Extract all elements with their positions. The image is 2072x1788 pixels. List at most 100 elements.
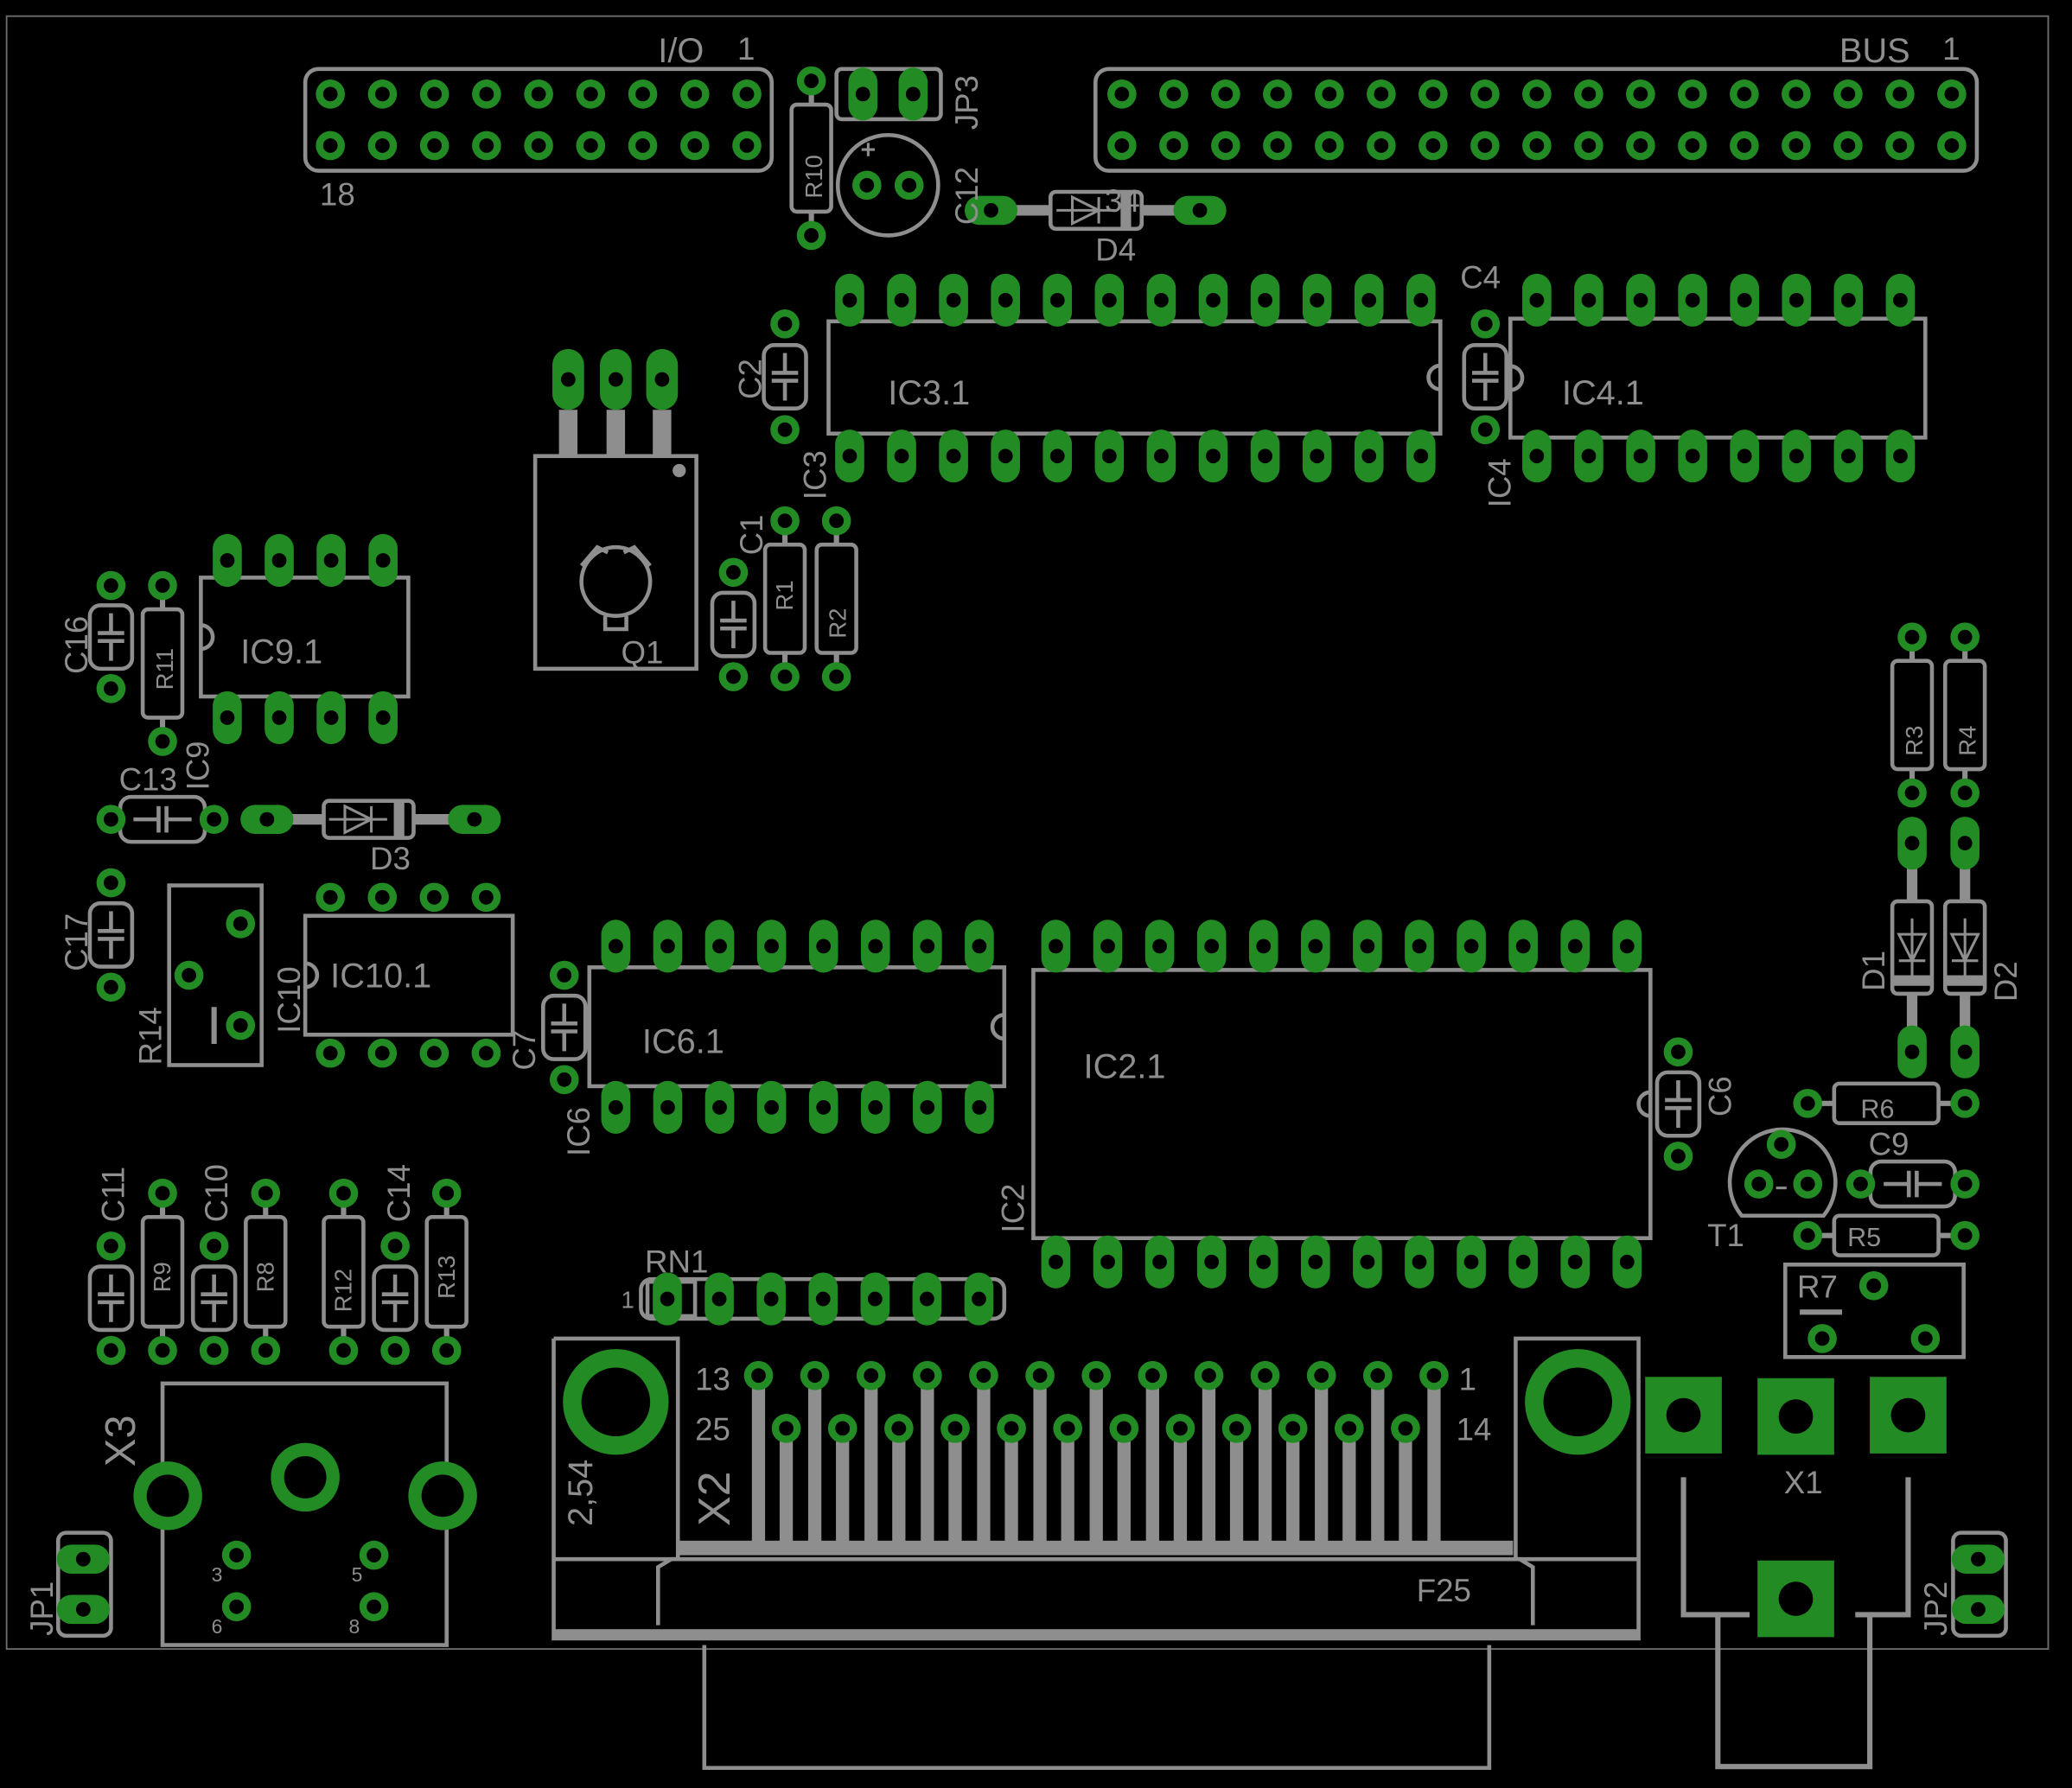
- x2-finger: [807, 1375, 822, 1543]
- x2-finger: [1258, 1375, 1272, 1543]
- drill-hole: [946, 449, 961, 464]
- label-r3: R3: [1901, 726, 1928, 756]
- drill-hole: [1114, 138, 1130, 153]
- drill-hole: [1971, 1601, 1986, 1617]
- drill-hole: [859, 177, 875, 193]
- drill-hole: [1685, 292, 1700, 308]
- drill-hole: [1890, 1397, 1926, 1433]
- x2-outline: [551, 1336, 1641, 1641]
- r10-body: [789, 102, 833, 214]
- label-c16: C16: [59, 616, 94, 674]
- drill-hole: [1904, 1044, 1920, 1059]
- drill-hole: [1308, 939, 1323, 954]
- d1-cathode-bar: [1892, 975, 1932, 986]
- d1-body: [1890, 899, 1935, 996]
- drill-hole: [336, 1343, 351, 1358]
- drill-hole: [1567, 1254, 1583, 1269]
- drill-hole: [1477, 316, 1493, 332]
- drill-hole: [1581, 138, 1597, 153]
- drill-hole: [946, 292, 961, 308]
- drill-hole: [182, 968, 197, 983]
- label-c7: C7: [507, 1030, 542, 1071]
- label-c11: C11: [96, 1167, 131, 1223]
- drill-hole: [1581, 449, 1597, 464]
- ic9-body: [199, 576, 411, 699]
- label-r1: R1: [771, 580, 798, 610]
- drill-hole: [1543, 1367, 1613, 1437]
- drill-hole: [807, 1368, 823, 1384]
- drill-hole: [1737, 86, 1752, 102]
- x2-finger: [1202, 1375, 1216, 1543]
- x2-finger: [1229, 1428, 1244, 1543]
- ic4-body: [1508, 316, 1928, 440]
- drill-hole: [1206, 292, 1221, 308]
- drill-hole: [1116, 1421, 1132, 1436]
- drill-hole: [284, 1455, 327, 1498]
- drill-hole: [1049, 1254, 1063, 1269]
- drill-hole: [972, 939, 987, 954]
- drill-hole: [1788, 292, 1804, 308]
- label-ic6-1: IC6.1: [642, 1023, 724, 1061]
- drill-hole: [739, 86, 755, 102]
- drill-hole: [258, 1343, 273, 1358]
- drill-hole: [1800, 1228, 1815, 1244]
- drill-hole: [1202, 1368, 1216, 1384]
- drill-hole: [207, 1343, 222, 1358]
- ic10-notch: [304, 961, 320, 989]
- drill-hole: [375, 710, 391, 725]
- drill-hole: [1101, 292, 1117, 308]
- drill-hole: [920, 939, 935, 954]
- label-x3-pin5: 5: [352, 1563, 363, 1586]
- label-x3-pin3: 3: [212, 1563, 223, 1586]
- drill-hole: [1100, 1254, 1115, 1269]
- label-f25: F25: [1417, 1573, 1471, 1608]
- drill-hole: [439, 1186, 455, 1201]
- drill-hole: [763, 1291, 779, 1307]
- drill-hole: [1032, 1368, 1048, 1384]
- drill-hole: [1360, 1254, 1375, 1269]
- drill-hole: [531, 138, 546, 153]
- q1-body: [532, 454, 698, 671]
- drill-hole: [259, 811, 275, 827]
- drill-hole: [1361, 449, 1377, 464]
- drill-hole: [1957, 629, 1973, 645]
- drill-hole: [835, 1421, 851, 1436]
- drill-hole: [467, 811, 482, 827]
- drill-hole: [739, 138, 755, 153]
- drill-hole: [712, 1099, 727, 1115]
- drill-hole: [1413, 449, 1429, 464]
- x2-finger: [1399, 1428, 1412, 1543]
- label-rn1: RN1: [645, 1244, 708, 1279]
- drill-hole: [560, 372, 576, 387]
- drill-hole: [998, 449, 1013, 464]
- drill-hole: [1144, 1368, 1160, 1384]
- c12-plus-sign: [861, 143, 875, 156]
- label-x3: X3: [98, 1415, 144, 1467]
- drill-hole: [1944, 138, 1960, 153]
- drill-hole: [1088, 1368, 1104, 1384]
- drill-hole: [1904, 836, 1920, 851]
- drill-hole: [104, 578, 118, 593]
- x2-finger: [1033, 1375, 1047, 1543]
- label-c12: C12: [949, 167, 985, 225]
- drill-hole: [816, 939, 832, 954]
- drill-hole: [1581, 86, 1597, 102]
- drill-hole: [229, 1548, 245, 1563]
- drill-hole: [816, 1099, 832, 1115]
- drill-hole: [104, 1343, 118, 1358]
- label-jp3: JP3: [949, 75, 985, 130]
- drill-hole: [479, 86, 494, 102]
- x2-finger: [1286, 1428, 1300, 1543]
- label-c6: C6: [1703, 1076, 1738, 1117]
- label-d4: D4: [1095, 232, 1136, 267]
- label-x2-pitch: 2,54: [562, 1460, 600, 1526]
- drill-hole: [829, 669, 845, 684]
- drill-hole: [323, 710, 339, 725]
- drill-hole: [1258, 449, 1272, 464]
- r6-body: [1832, 1081, 1941, 1126]
- drill-hole: [687, 138, 703, 153]
- drill-hole: [1685, 449, 1700, 464]
- label-c2: C2: [733, 359, 768, 399]
- c17-body: [87, 900, 135, 969]
